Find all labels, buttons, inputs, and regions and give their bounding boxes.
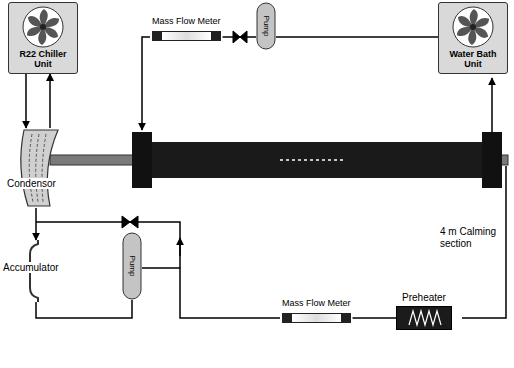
test-section xyxy=(150,142,482,178)
fan-hub xyxy=(470,24,476,30)
meter-body xyxy=(282,313,351,323)
fan-hub xyxy=(40,24,46,30)
component-label: Pump xyxy=(128,256,137,277)
condenser-body xyxy=(21,130,58,206)
component-label: Accumulator xyxy=(2,262,60,273)
end-block xyxy=(482,132,502,188)
fan-blade xyxy=(26,14,46,30)
condenser: Condensor xyxy=(4,128,72,208)
fan-casing xyxy=(23,7,63,47)
fan-icon xyxy=(450,4,496,50)
pipe-connector xyxy=(142,268,280,318)
component-label: Mass Flow Meter xyxy=(282,298,351,308)
flow-meter: Mass Flow Meter xyxy=(150,16,223,41)
test-section-mark xyxy=(280,159,345,161)
condenser-tube xyxy=(42,134,46,202)
equipment-unit: R22 Chiller Unit xyxy=(8,2,78,74)
cond-outline xyxy=(4,128,72,208)
end-block xyxy=(132,132,152,188)
pipe-connector xyxy=(223,36,256,38)
pipe-connector xyxy=(25,74,27,128)
condenser-tube xyxy=(36,134,39,202)
equipment-unit: Water Bath Unit xyxy=(438,2,508,74)
condenser-tube xyxy=(29,134,33,202)
accumulator: Accumulator xyxy=(2,240,80,302)
heater-body xyxy=(396,306,452,330)
component-label: R22 Chiller Unit xyxy=(9,50,77,73)
pipe-connector xyxy=(276,36,438,38)
component-label: Mass Flow Meter xyxy=(152,16,221,26)
heater-coil xyxy=(397,307,451,329)
pump: Pump xyxy=(256,2,276,50)
pump-body xyxy=(257,3,275,49)
meter-body xyxy=(152,31,221,41)
component-label: Water Bath Unit xyxy=(439,50,507,73)
section-label: 4 m Calming section xyxy=(440,226,502,249)
fan-casing xyxy=(453,7,493,47)
pipe-connector xyxy=(353,317,396,319)
fan-icon xyxy=(20,4,66,50)
pipe-connector xyxy=(35,208,37,240)
preheater: Preheater xyxy=(396,292,452,330)
pipe-connector xyxy=(36,300,132,318)
pump-body xyxy=(123,233,141,299)
bypass-arrow xyxy=(179,238,181,256)
flow-meter: Mass Flow Meter xyxy=(280,298,353,323)
water-inlet-pipe xyxy=(142,37,150,130)
fan-blade xyxy=(456,14,476,30)
valve-symbol xyxy=(122,216,138,228)
component-label: Condensor xyxy=(6,178,57,189)
water-return-pipe xyxy=(491,78,493,132)
pipe-connector xyxy=(49,74,51,128)
component-label: Preheater xyxy=(396,292,452,303)
pump: Pump xyxy=(122,232,142,300)
coil-line xyxy=(409,311,441,325)
component-label: Pump xyxy=(262,16,271,37)
